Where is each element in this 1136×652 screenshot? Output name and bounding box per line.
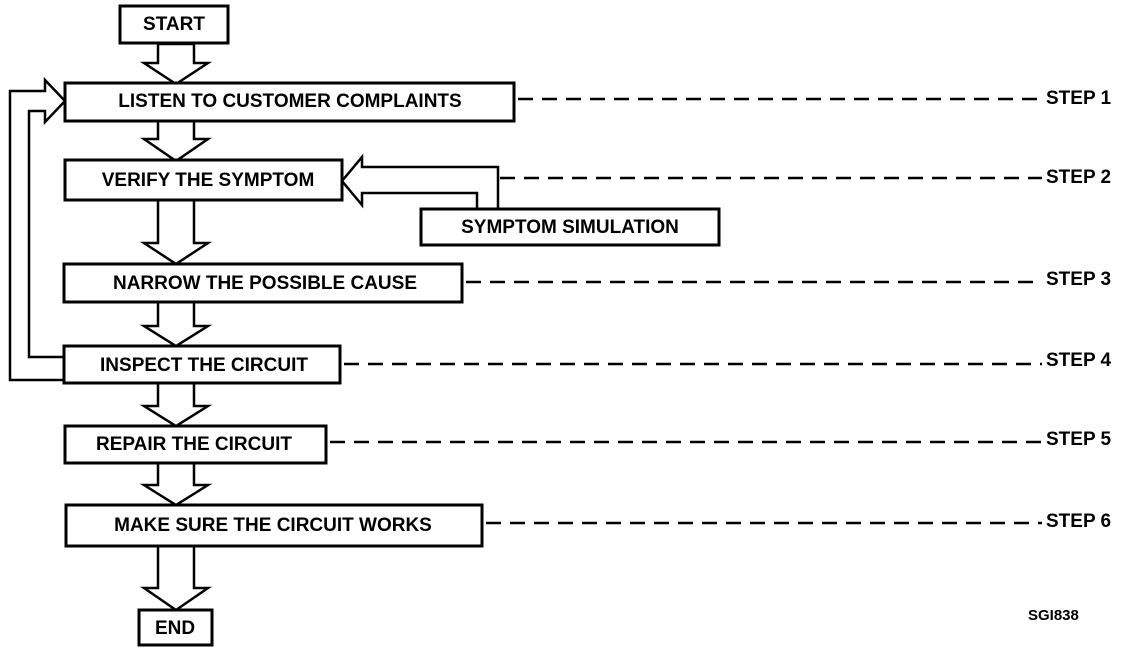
- simulation-feedback-arrow: [340, 153, 500, 211]
- down-arrow-start-listen: [139, 42, 213, 86]
- step-5-label: STEP 5: [1046, 429, 1112, 450]
- simulation-node: SYMPTOM SIMULATION: [419, 207, 721, 247]
- verify-node: VERIFY THE SYMPTOM: [63, 158, 344, 202]
- end-label: END: [155, 618, 195, 639]
- listen-label: LISTEN TO CUSTOMER COMPLAINTS: [118, 91, 461, 112]
- down-arrow-listen-verify: [139, 119, 213, 163]
- narrow-label: NARROW THE POSSIBLE CAUSE: [113, 273, 417, 294]
- down-arrow-inspect-repair: [139, 381, 213, 428]
- narrow-node: NARROW THE POSSIBLE CAUSE: [62, 262, 464, 304]
- down-arrow-repair-makesure: [139, 461, 213, 507]
- down-arrow-verify-narrow: [139, 198, 213, 266]
- inspect-node: INSPECT THE CIRCUIT: [62, 344, 342, 385]
- down-arrow-narrow-inspect: [139, 300, 213, 348]
- repair-label: REPAIR THE CIRCUIT: [96, 434, 292, 455]
- simulation-label: SYMPTOM SIMULATION: [461, 217, 679, 238]
- down-arrow-makesure-end: [139, 544, 213, 612]
- inspect-label: INSPECT THE CIRCUIT: [100, 355, 308, 376]
- step-1-label: STEP 1: [1046, 88, 1112, 109]
- loop-back-arrow: [8, 76, 67, 382]
- repair-node: REPAIR THE CIRCUIT: [63, 424, 328, 465]
- step-2-label: STEP 2: [1046, 167, 1111, 188]
- make-sure-label: MAKE SURE THE CIRCUIT WORKS: [114, 515, 432, 536]
- step-6-label: STEP 6: [1046, 511, 1111, 532]
- make-sure-node: MAKE SURE THE CIRCUIT WORKS: [64, 503, 484, 548]
- figure-code: SGI838: [1028, 607, 1079, 624]
- verify-label: VERIFY THE SYMPTOM: [102, 170, 315, 191]
- step-3-label: STEP 3: [1046, 269, 1111, 290]
- step-4-label: STEP 4: [1046, 350, 1112, 371]
- listen-node: LISTEN TO CUSTOMER COMPLAINTS: [63, 81, 516, 123]
- start-node: START: [118, 4, 230, 45]
- start-label: START: [143, 14, 205, 35]
- end-node: END: [137, 608, 214, 647]
